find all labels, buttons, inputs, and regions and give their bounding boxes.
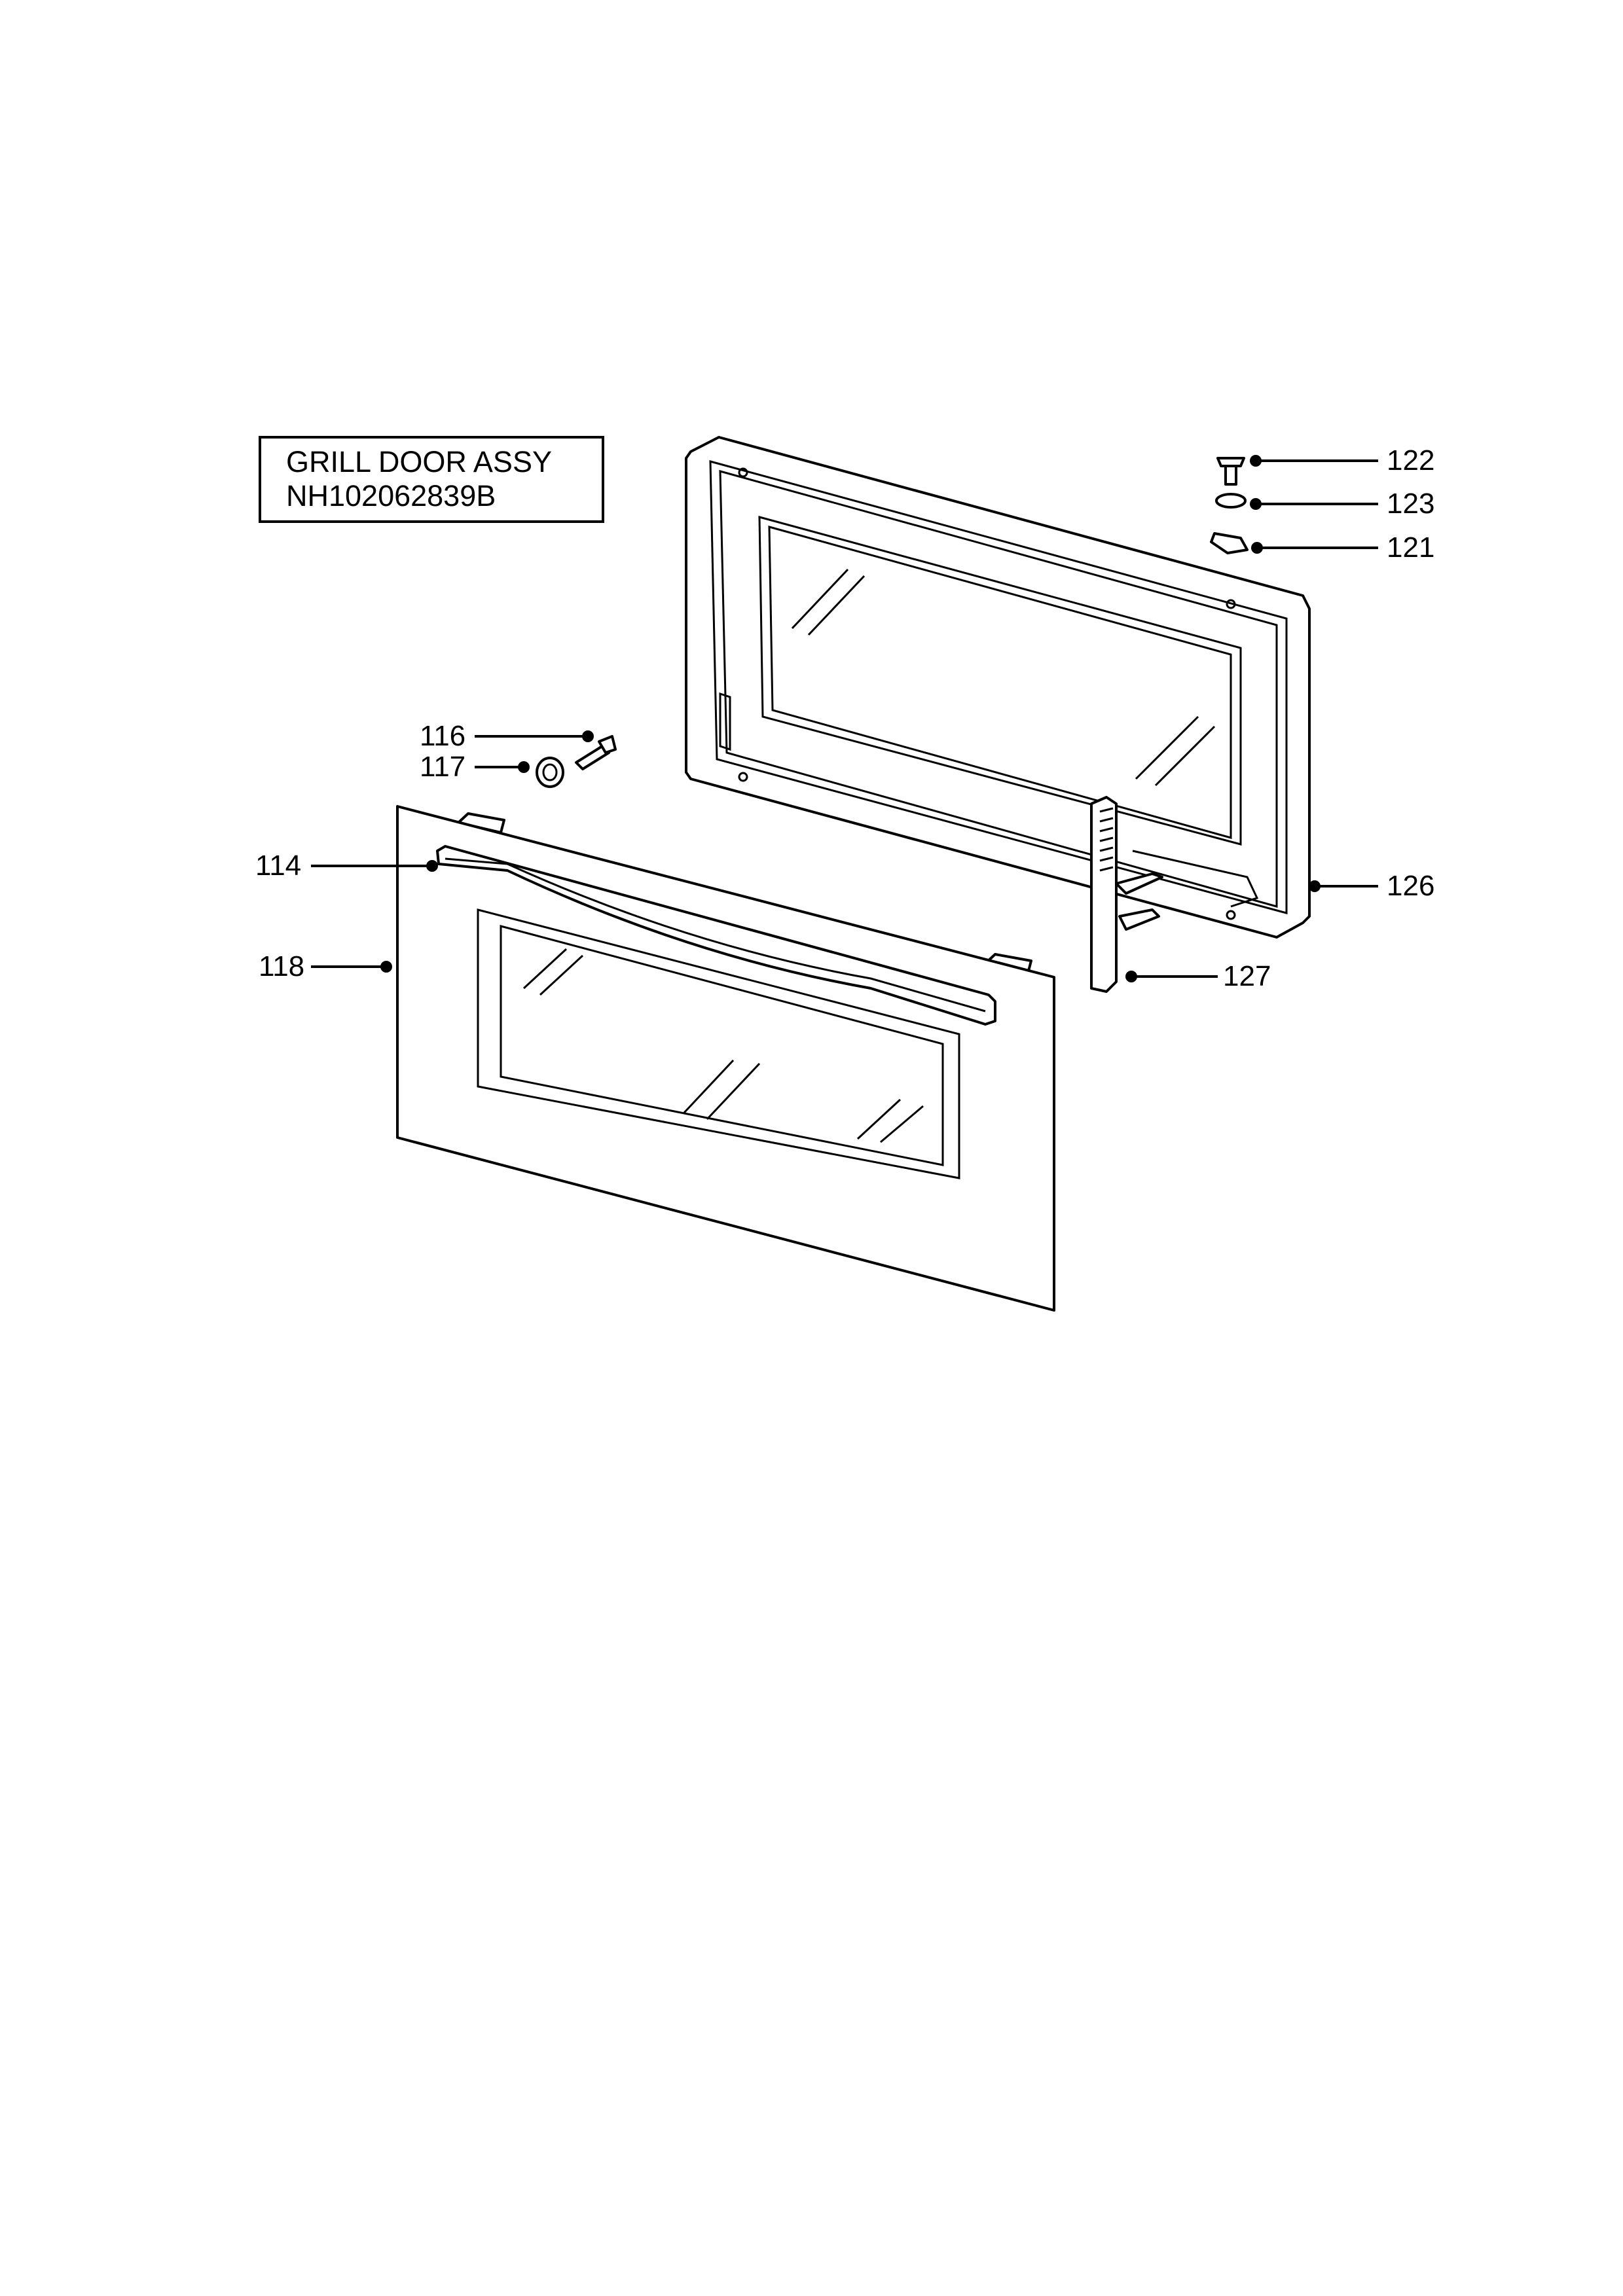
assembly-code: NH102062839B (286, 479, 496, 512)
callout-126: 126 (1309, 870, 1434, 902)
callout-label: 123 (1387, 488, 1434, 520)
callout-label: 117 (420, 751, 465, 783)
callout-label: 122 (1387, 444, 1434, 476)
callout-114: 114 (255, 850, 438, 882)
callout-label: 116 (420, 720, 465, 752)
assembly-name: GRILL DOOR ASSY (286, 445, 552, 478)
door-handle (436, 845, 996, 1026)
glass-reflection-lines (791, 568, 1216, 787)
callout-117: 117 (420, 751, 530, 783)
title-box: GRILL DOOR ASSY NH102062839B (259, 436, 604, 523)
outer-door-panel (396, 805, 1055, 1312)
inner-door-panel (685, 436, 1311, 939)
callout-118: 118 (259, 950, 392, 982)
bush-117 (536, 757, 564, 788)
bolt-116 (575, 735, 617, 770)
front-glass-reflection-lines (522, 948, 924, 1143)
callout-127: 127 (1125, 960, 1271, 992)
door-hinge (1090, 796, 1163, 993)
callout-label: 126 (1387, 870, 1434, 902)
callout-label: 118 (259, 950, 304, 982)
callout-label: 121 (1387, 531, 1434, 564)
callout-121: 121 (1251, 531, 1434, 564)
callout-label: 127 (1223, 960, 1271, 992)
callout-label: 114 (255, 850, 301, 882)
screw-122 (1216, 457, 1245, 486)
callout-122: 122 (1250, 444, 1434, 476)
washer-123 (1215, 493, 1247, 509)
callout-116: 116 (420, 720, 594, 752)
clip-121 (1210, 532, 1249, 554)
callout-123: 123 (1250, 488, 1434, 520)
